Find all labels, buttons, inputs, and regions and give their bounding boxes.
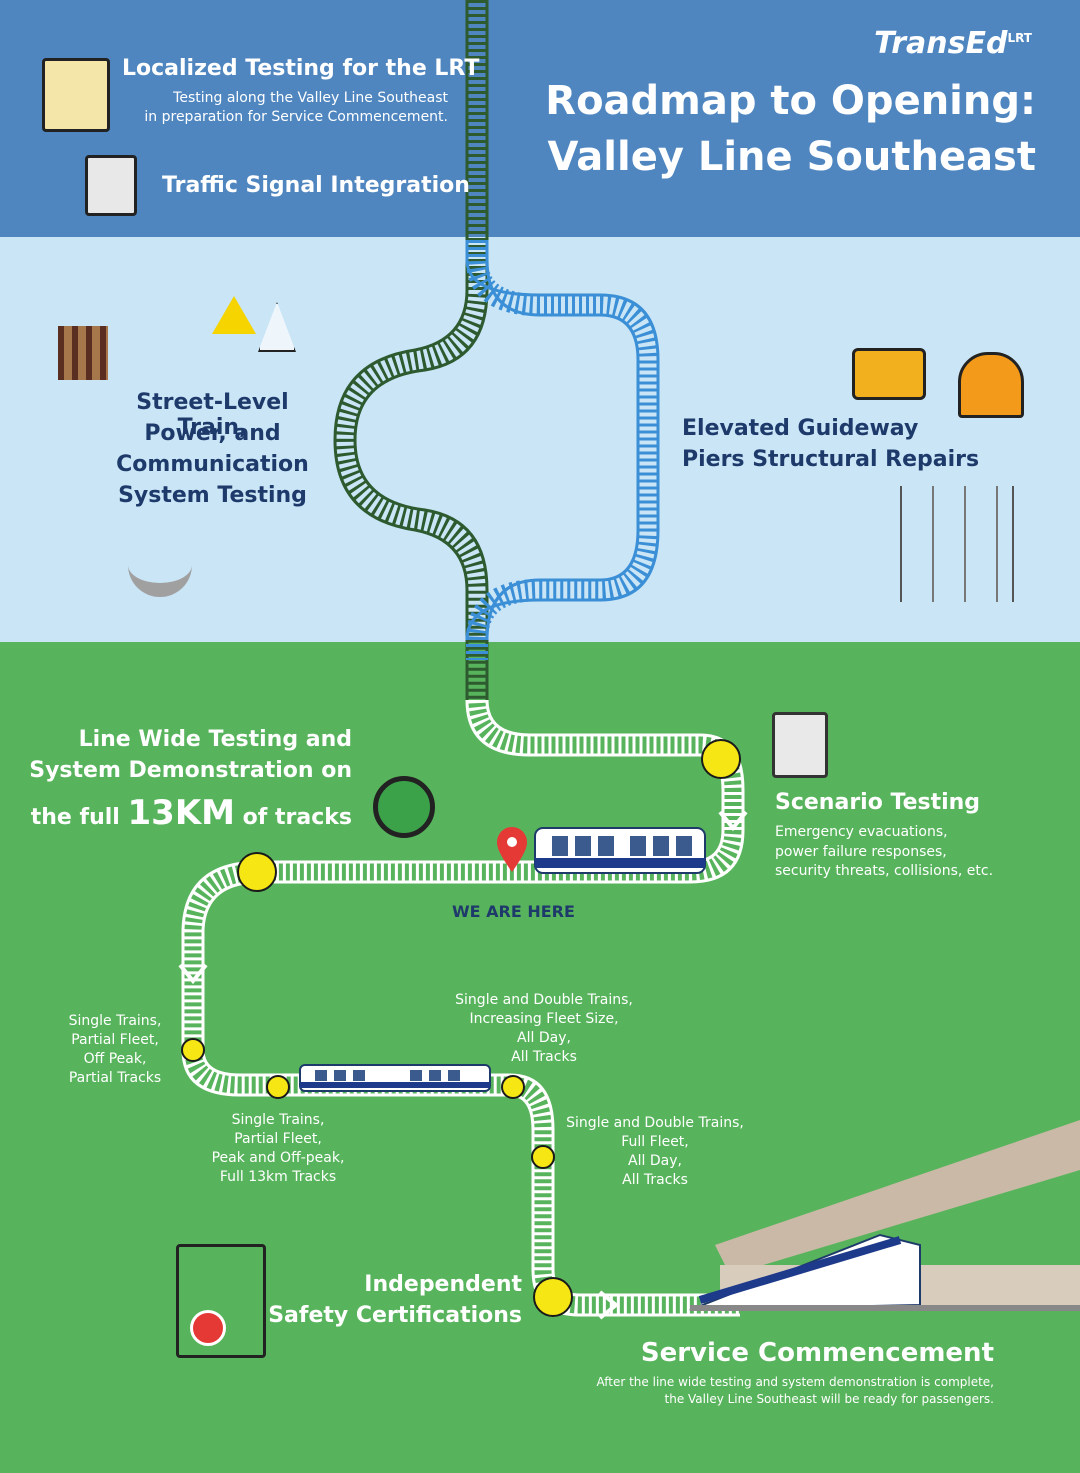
safety-line1: Independent xyxy=(364,1272,522,1297)
page-title-line2: Valley Line Southeast xyxy=(547,134,1036,180)
train-icon xyxy=(299,1064,491,1092)
milestone-markers xyxy=(181,739,741,1317)
linewide-line1: Line Wide Testing and xyxy=(78,727,352,752)
construction-vehicle-icon xyxy=(852,348,926,400)
localized-desc1: Testing along the Valley Line Southeast xyxy=(173,90,448,106)
elevated-line2: Piers Structural Repairs xyxy=(682,447,980,472)
train-icon xyxy=(534,827,706,874)
check-badge-icon xyxy=(190,1310,226,1346)
we-are-here-label: WE ARE HERE xyxy=(452,902,575,921)
certificate-icon xyxy=(176,1244,266,1358)
blue-track xyxy=(465,240,660,660)
brand-logo: TransEdLRT xyxy=(874,26,1032,61)
linewide-post: of tracks xyxy=(242,805,352,830)
stage3-text: Single and Double Trains,Increasing Flee… xyxy=(455,992,633,1065)
cycle-check-icon xyxy=(373,776,435,838)
localized-desc2: in preparation for Service Commencement. xyxy=(144,109,448,125)
white-track xyxy=(178,699,748,1320)
stage4-text: Single and Double Trains,Full Fleet,All … xyxy=(566,1115,744,1188)
antenna-icon xyxy=(128,525,192,597)
location-pin-icon xyxy=(497,827,527,872)
worker-icon xyxy=(958,352,1024,418)
scenario-title: Scenario Testing xyxy=(775,790,981,815)
street-line3: Communication xyxy=(116,452,309,477)
scenario-desc3: security threats, collisions, etc. xyxy=(775,863,994,879)
clipboard-icon xyxy=(772,712,828,778)
linewide-distance: 13KM xyxy=(127,793,236,833)
street-line4: System Testing xyxy=(118,483,307,508)
linewide-line3: the full 13KM of tracks xyxy=(31,793,352,833)
linewide-line2: System Demonstration on xyxy=(29,758,352,783)
header-band xyxy=(0,0,1080,237)
elevated-line1: Elevated Guideway xyxy=(682,416,919,441)
stage1-text: Single Trains,Partial Fleet,Off Peak,Par… xyxy=(68,1013,162,1086)
scenario-desc1: Emergency evacuations, xyxy=(775,824,948,840)
stage2-text: Single Trains,Partial Fleet,Peak and Off… xyxy=(211,1112,345,1185)
linewide-pre: the full xyxy=(30,805,120,830)
safety-line2: Safety Certifications xyxy=(268,1303,522,1328)
street-line1: Street-Level Train, xyxy=(136,390,289,440)
street-line2: Power, and xyxy=(144,421,281,446)
service-desc1: After the line wide testing and system d… xyxy=(596,1375,994,1389)
scenario-desc2: power failure responses, xyxy=(775,844,947,860)
checklist-icon xyxy=(42,58,110,132)
station-illustration xyxy=(689,1120,1080,1311)
traffic-signal-icon xyxy=(85,155,137,216)
warning-icon xyxy=(212,296,256,334)
traffic-title: Traffic Signal Integration xyxy=(162,173,470,198)
localized-title: Localized Testing for the LRT xyxy=(122,56,480,81)
rail-track-icon xyxy=(58,326,108,380)
service-desc2: the Valley Line Southeast will be ready … xyxy=(664,1392,994,1406)
dark-track xyxy=(333,0,489,700)
service-title: Service Commencement xyxy=(640,1338,994,1368)
page-title-line1: Roadmap to Opening: xyxy=(545,78,1036,124)
piers-icon xyxy=(900,486,1014,602)
